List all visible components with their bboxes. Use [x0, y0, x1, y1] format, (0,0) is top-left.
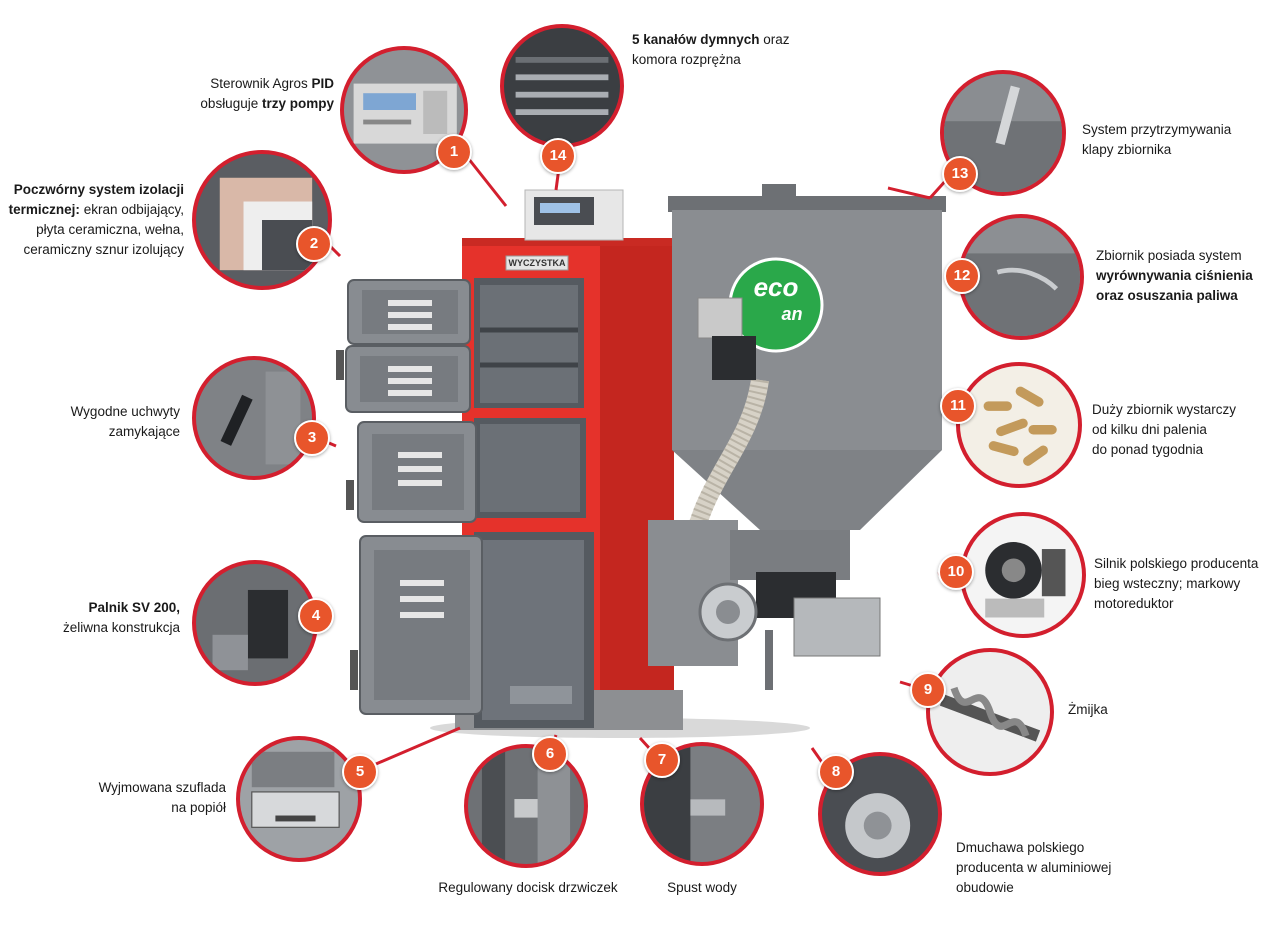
badge-3: 3 — [294, 420, 330, 456]
badge-9: 9 — [910, 672, 946, 708]
badge-8: 8 — [818, 754, 854, 790]
label-insulation: Poczwórny system izolacji termicznej: ek… — [8, 182, 184, 257]
logo-text: eco — [753, 272, 799, 302]
badge-1: 1 — [436, 134, 472, 170]
label-blower: Dmuchawa polskiego producenta w aluminio… — [956, 840, 1112, 895]
detail-burner — [192, 560, 318, 686]
badge-13: 13 — [942, 156, 978, 192]
badge-12: 12 — [944, 258, 980, 294]
middle-door — [357, 421, 477, 523]
door-plate-label: WYCZYSTKA — [508, 258, 566, 268]
label-door-adjust: Regulowany docisk drzwiczek — [438, 880, 618, 895]
badge-2: 2 — [296, 226, 332, 262]
badge-4: 4 — [298, 598, 334, 634]
detail-door-adjust — [464, 744, 588, 868]
logo-text-bottom: an — [781, 304, 803, 324]
label-water-drain: Spust wody — [667, 880, 737, 895]
detail-handles — [192, 356, 316, 480]
badge-11: 11 — [940, 388, 976, 424]
badge-10: 10 — [938, 554, 974, 590]
detail-pressure-system — [958, 214, 1084, 340]
upper-doors — [345, 279, 471, 413]
label-handles: Wygodne uchwyty zamykające — [70, 404, 180, 439]
label-auger: Żmijka — [1068, 702, 1108, 717]
label-controller: Sterownik Agros PID obsługuje trzy pompy — [200, 76, 334, 111]
label-motor: Silnik polskiego producenta bieg wsteczn… — [1094, 556, 1259, 611]
detail-pellets — [956, 362, 1082, 488]
label-ash-drawer: Wyjmowana szuflada na popiół — [98, 780, 226, 815]
detail-flue-channels — [500, 24, 624, 148]
label-flue-channels: 5 kanałów dymnych oraz komora rozprężna — [632, 32, 790, 67]
badge-7: 7 — [644, 742, 680, 778]
badge-5: 5 — [342, 754, 378, 790]
detail-ash-drawer — [236, 736, 362, 862]
label-lid-holder: System przytrzymywania klapy zbiornika — [1082, 122, 1232, 157]
detail-motor — [960, 512, 1086, 638]
detail-insulation — [192, 150, 332, 290]
label-pellets: Duży zbiornik wystarczy od kilku dni pal… — [1092, 402, 1237, 457]
label-burner: Palnik SV 200, żeliwna konstrukcja — [62, 600, 180, 635]
badge-14: 14 — [540, 138, 576, 174]
label-pressure-system: Zbiornik posiada system wyrównywania ciś… — [1096, 248, 1253, 303]
badge-6: 6 — [532, 736, 568, 772]
detail-auger — [926, 648, 1054, 776]
lower-door — [359, 535, 483, 715]
